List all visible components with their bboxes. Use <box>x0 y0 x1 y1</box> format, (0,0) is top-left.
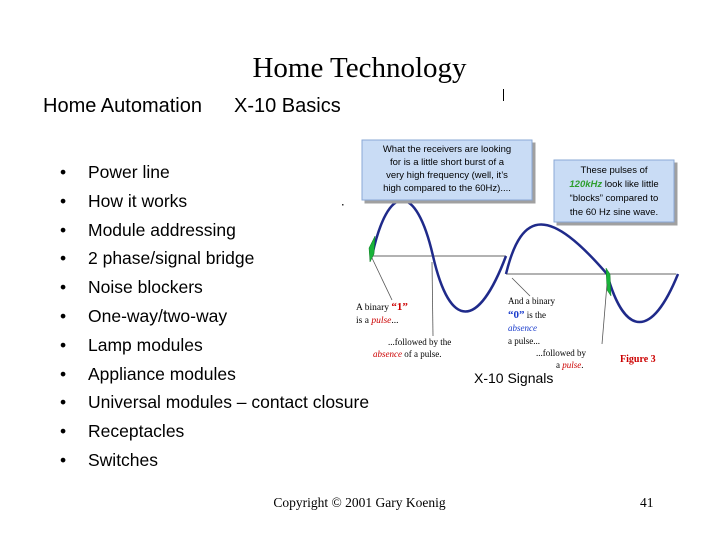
bullet-text: One-way/two-way <box>88 305 228 326</box>
bullet-item: • Appliance modules <box>60 362 369 391</box>
label-followed-absence-line1: ...followed by the <box>388 337 451 347</box>
bullet-item: • How it works <box>60 189 369 218</box>
sine-wave-left <box>370 199 508 313</box>
callout-pulses-line4: the 60 Hz sine wave. <box>570 207 658 218</box>
label-followed-pulse-line1: ...followed by <box>536 348 586 358</box>
bullet-text: Switches <box>88 449 159 470</box>
bullet-item: • Lamp modules <box>60 333 369 362</box>
callout-pulses-line2: 120kHz look like little <box>569 179 658 190</box>
callout-pulses-line3: “blocks” compared to <box>570 193 659 204</box>
copyright-footer: Copyright © 2001 Gary Koenig <box>273 495 446 510</box>
bullet-text: 2 phase/signal bridge <box>88 248 255 269</box>
arrow-pulse <box>601 283 608 345</box>
bullet-text: Lamp modules <box>88 334 203 355</box>
bullet-item: • 2 phase/signal bridge <box>60 246 369 275</box>
pulse-block-binary-0 <box>605 267 612 297</box>
label-followed-absence-line2: absence of a pulse. <box>373 349 442 359</box>
label-binary-0-line1: And a binary <box>508 296 555 306</box>
bullet-item: • Switches <box>60 448 369 477</box>
subtitle-home-automation: Home Automation <box>43 95 202 117</box>
bullet-dot: • <box>60 248 67 269</box>
label-binary-0-line3: absence <box>508 323 537 333</box>
callout-pulses-line1: These pulses of <box>580 165 647 176</box>
label-binary-0-line4: a pulse... <box>508 336 540 346</box>
label-followed-pulse-line2: a pulse. <box>556 360 584 370</box>
label-binary-1-line2: is a pulse... <box>356 316 399 326</box>
binary-0-value: “0” <box>508 309 525 321</box>
bullet-text: Universal modules – contact closure <box>88 392 370 413</box>
bullet-text: Module addressing <box>88 219 236 240</box>
stray-dot <box>342 204 344 206</box>
callout-box-pulses <box>553 159 675 223</box>
callout-receivers-line4: high compared to the 60Hz).... <box>383 183 511 194</box>
bullet-item: • Noise blockers <box>60 275 369 304</box>
bullet-item: • Universal modules – contact closure <box>60 390 369 419</box>
bullet-dot: • <box>60 305 67 326</box>
sine-wave-right <box>504 223 680 323</box>
highlight-120khz: 120kHz <box>569 179 602 190</box>
bullet-list: • Power line • How it works • Module addres… <box>60 160 369 477</box>
bullet-text: How it works <box>88 190 188 211</box>
figure-caption: X-10 Signals <box>474 370 554 386</box>
callout-box-receivers <box>361 139 533 201</box>
bullet-dot: • <box>60 421 67 442</box>
bullet-dot: • <box>60 277 67 298</box>
label-binary-1-line1: A binary “1” <box>356 301 408 313</box>
bullet-text: Appliance modules <box>88 363 236 384</box>
bullet-item: • One-way/two-way <box>60 304 369 333</box>
page-number: 41 <box>640 495 654 510</box>
bullet-dot: • <box>60 449 67 470</box>
arrow-absence <box>431 261 434 337</box>
callout-receivers-line3: very high frequency (well, it’s <box>386 170 508 181</box>
slide-subtitle: Home Automation X-10 Basics <box>43 95 341 118</box>
bullet-dot: • <box>60 162 67 182</box>
bullet-text: Noise blockers <box>88 277 203 298</box>
callout-receivers-line1: What the receivers are looking <box>383 144 511 155</box>
bullet-dot: • <box>60 334 67 355</box>
bullet-item: • Power line <box>60 160 369 189</box>
label-binary-0-line2: “0” is the <box>508 309 546 321</box>
bullet-text: Receptacles <box>88 421 185 442</box>
bullet-dot: • <box>60 190 67 211</box>
bullet-text: Power line <box>88 162 170 182</box>
bullet-dot: • <box>60 219 67 240</box>
arrow-binary-0 <box>511 277 531 297</box>
pulse-block-binary-1 <box>368 235 376 263</box>
text-cursor-mark <box>503 89 504 101</box>
bullet-dot: • <box>60 392 67 413</box>
bullet-item: • Module addressing <box>60 218 369 247</box>
binary-1-value: “1” <box>391 301 408 313</box>
x10-signal-figure: What the receivers are looking for is a … <box>342 139 680 370</box>
callout-receivers-line2: for is a little short burst of a <box>390 157 505 168</box>
bullet-dot: • <box>60 363 67 384</box>
arrow-binary-1 <box>371 257 393 301</box>
figure-3-label: Figure 3 <box>620 354 656 365</box>
subtitle-x10-basics: X-10 Basics <box>233 95 341 117</box>
slide-title: Home Technology <box>252 52 467 84</box>
bullet-item: • Receptacles <box>60 419 369 448</box>
